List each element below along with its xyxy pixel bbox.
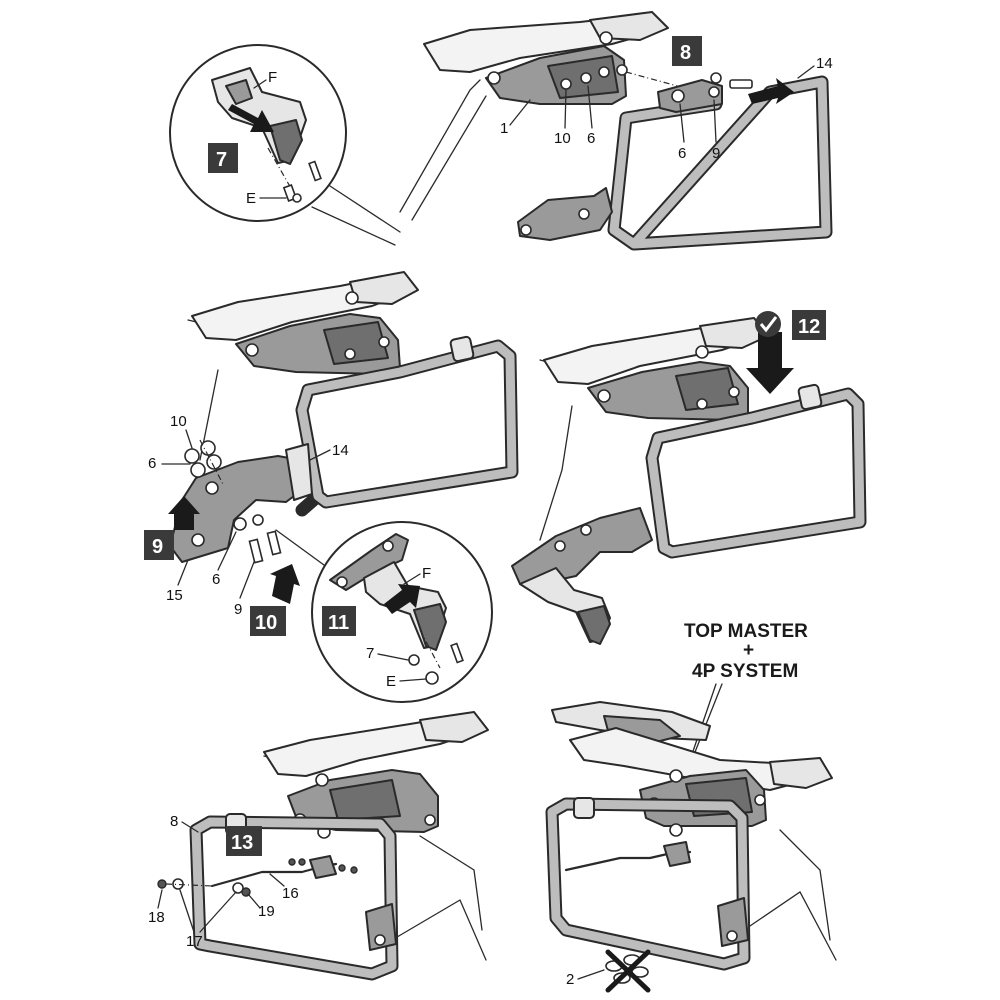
step-9-10-panel: 9 10 10 6 14 15 6 9 (144, 271, 519, 636)
cross-out-icon (605, 949, 651, 993)
arrow-icon (384, 584, 420, 614)
taillight (769, 757, 833, 789)
label-17: 17 (186, 933, 203, 950)
caption-line-2: + (743, 640, 754, 661)
arrow-icon (228, 104, 274, 132)
step-7-detail: F E 7 (169, 44, 401, 246)
step-badge-9 (144, 530, 174, 560)
label-16: 16 (282, 885, 299, 902)
label-E: E (386, 673, 396, 690)
label-18: 18 (148, 909, 165, 926)
footpeg (269, 119, 303, 165)
step-number-8: 8 (680, 42, 691, 64)
step-badge-12 (792, 310, 826, 340)
step-12-panel: 12 (511, 310, 867, 645)
taillight (699, 317, 769, 349)
spacers-not-used (605, 949, 651, 993)
taillight (419, 711, 489, 743)
label-F: F (268, 69, 277, 86)
step-11-detail: F 7 E 11 (275, 521, 493, 703)
caption-line-1: TOP MASTER (684, 621, 808, 642)
label-19: 19 (258, 903, 275, 920)
label-6: 6 (148, 455, 156, 472)
footpeg-bracket (511, 507, 653, 585)
label-9: 9 (234, 601, 242, 618)
step-number-9: 9 (152, 536, 163, 558)
washer-icon (172, 878, 184, 890)
label-14: 14 (816, 55, 833, 72)
label-10: 10 (554, 130, 571, 147)
step-number-11: 11 (328, 612, 349, 634)
arrow-down-icon (746, 332, 794, 394)
label-2: 2 (566, 971, 574, 988)
step-number-13: 13 (231, 832, 253, 854)
step-badge-7 (208, 143, 238, 173)
label-14: 14 (332, 442, 349, 459)
check-circle-icon (755, 311, 781, 337)
step-badge-13 (226, 826, 262, 856)
footpeg-hanger (517, 187, 613, 241)
mounting-plate (657, 79, 723, 113)
side-carrier-frame (607, 75, 833, 251)
step-number-10: 10 (255, 612, 277, 634)
arrow-up-icon (168, 496, 200, 530)
bolt-head-icon (292, 193, 302, 203)
bolt-icon (157, 879, 167, 889)
label-F: F (422, 565, 431, 582)
label-7: 7 (366, 645, 374, 662)
label-1: 1 (500, 120, 508, 137)
step-badge-10 (250, 606, 286, 636)
label-10: 10 (170, 413, 187, 430)
label-15: 15 (166, 587, 183, 604)
step-8-panel: 8 1 10 6 6 9 14 (399, 11, 833, 251)
step-badge-11 (322, 606, 356, 636)
step-13-panel: 13 8 18 17 19 16 (148, 711, 489, 981)
step-number-7: 7 (216, 149, 227, 171)
label-6-b: 6 (678, 145, 686, 162)
detail-circle-7 (169, 44, 347, 222)
label-6-c: 6 (212, 571, 220, 588)
footpeg (577, 605, 611, 645)
arrow-up-icon (270, 564, 300, 604)
side-carrier-frame (545, 797, 751, 971)
label-E: E (246, 190, 256, 207)
step-badge-8 (672, 36, 702, 66)
label-9: 9 (712, 145, 720, 162)
top-master-panel: TOP MASTER + 4P SYSTEM (545, 621, 837, 993)
label-6: 6 (587, 130, 595, 147)
caption-line-3: 4P SYSTEM (692, 661, 798, 682)
label-8: 8 (170, 813, 178, 830)
taillight (349, 271, 419, 305)
step-number-12: 12 (798, 316, 820, 338)
arrow-icon (748, 78, 794, 104)
footpeg (413, 603, 447, 651)
